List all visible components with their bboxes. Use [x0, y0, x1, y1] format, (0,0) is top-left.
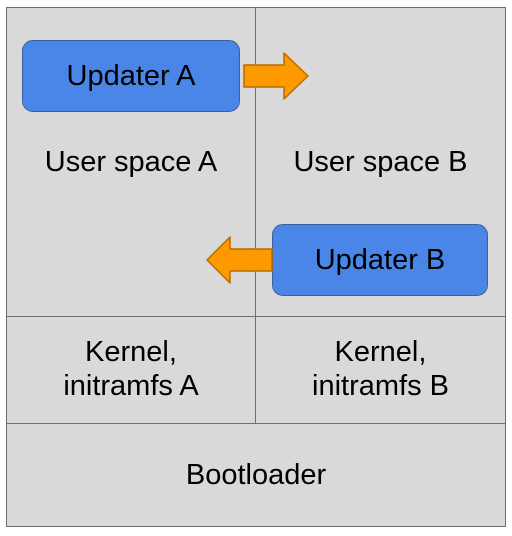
kernel-b-label: Kernel, initramfs B	[312, 336, 449, 402]
bootloader-partition	[6, 423, 506, 527]
bootloader-label: Bootloader	[185, 459, 327, 491]
arrow-left-icon	[206, 236, 273, 284]
user-space-b-label: User space B	[293, 146, 468, 178]
arrow-right-icon	[243, 52, 309, 100]
user-space-a-label: User space A	[44, 146, 218, 178]
kernel-a-label: Kernel, initramfs A	[63, 336, 199, 402]
updater-a-box: Updater A	[22, 40, 240, 112]
updater-b-box: Updater B	[272, 224, 488, 296]
kernel-b-partition	[255, 316, 506, 424]
